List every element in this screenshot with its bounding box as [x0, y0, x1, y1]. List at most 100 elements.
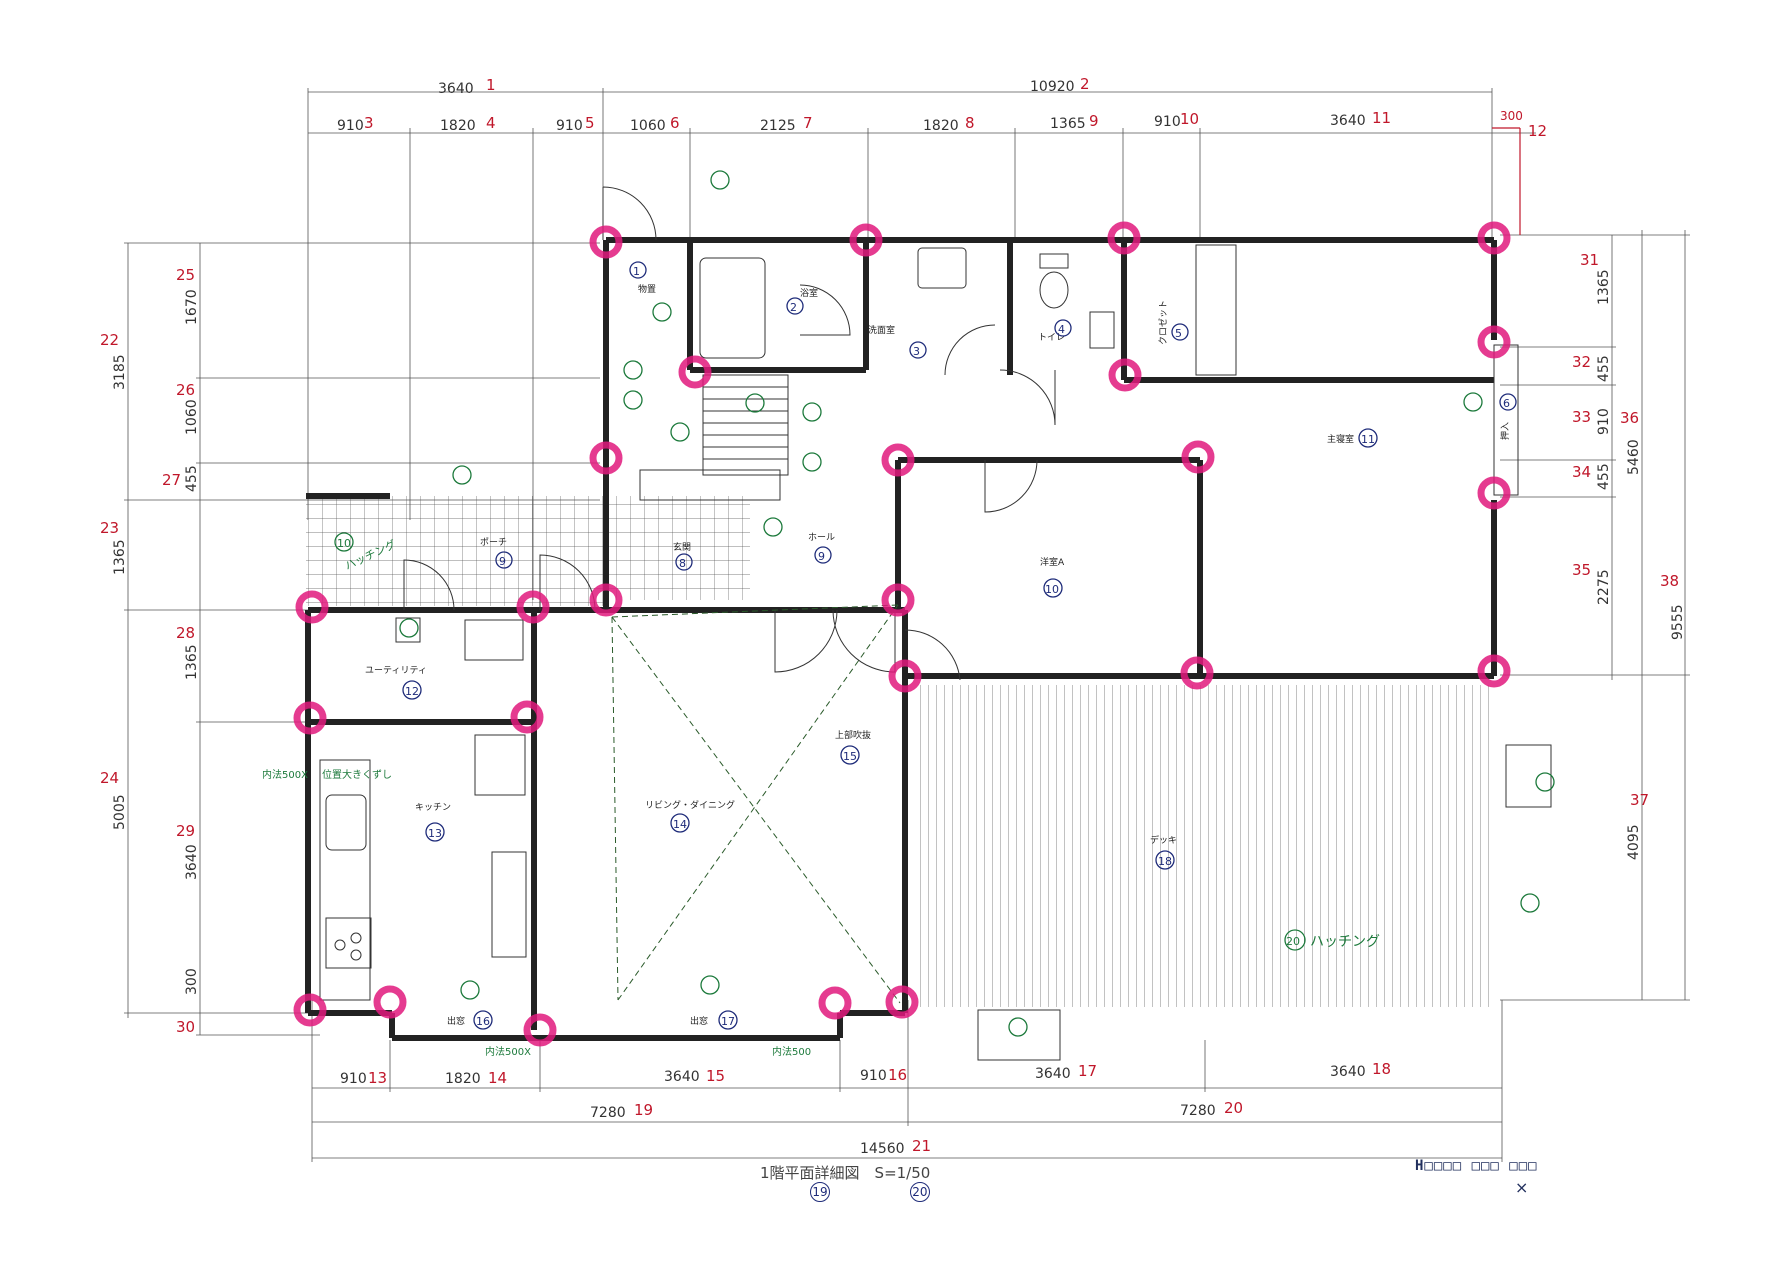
owner-signature: H□□□□ □□□ □□□: [1415, 1158, 1538, 1174]
dim-left-outer-3-mark: 24: [100, 769, 119, 787]
room-open-above-mark: 15: [843, 750, 857, 763]
open-to-below-diagonals: [611, 604, 901, 1004]
dim-left-inner-4-mark: 28: [176, 624, 195, 642]
dim-left-inner-2: 1060: [184, 399, 200, 435]
dim-bottom-mid-1: 7280: [590, 1105, 626, 1121]
dim-left-inner-1: 1670: [184, 289, 200, 325]
dim-top-detail-4-mark: 6: [670, 114, 680, 132]
room-washroom-mark: 3: [913, 345, 920, 358]
room-living-dining-label: リビング・ダイニング: [645, 799, 735, 811]
note-kitchen-position: 位置大きくずし: [322, 768, 392, 781]
dim-bottom-detail-4: 910: [860, 1068, 887, 1084]
fixtures: [319, 244, 1237, 1001]
dim-bottom-detail-2: 1820: [445, 1071, 481, 1087]
dim-top-detail-9-mark: 11: [1372, 109, 1391, 127]
dim-left-inner-3: 455: [184, 465, 200, 492]
room-hall-label: ホール: [808, 532, 835, 543]
dim-top-detail-4: 1060: [630, 118, 666, 134]
room-toilet-mark: 4: [1058, 323, 1065, 336]
title-mark-1: 19: [810, 1182, 830, 1202]
dim-bottom-mid-1-mark: 19: [634, 1101, 653, 1119]
porch-tile-area: [306, 496, 604, 606]
room-oshiire-mark: 6: [1503, 397, 1510, 410]
dim-top-detail-2: 1820: [440, 118, 476, 134]
note-bay-window-1: 内法500X: [485, 1045, 531, 1058]
room-hall-mark: 9: [818, 550, 825, 563]
dim-bottom-detail-2-mark: 14: [488, 1069, 507, 1087]
dim-right-outer-1-mark: 36: [1620, 409, 1639, 427]
room-entry-mark: 8: [679, 557, 686, 570]
walls: [305, 237, 1497, 1041]
dim-right-inner-6-mark: 37: [1630, 791, 1649, 809]
dim-left-inner-5: 3640: [184, 844, 200, 880]
room-open-above-label: 上部吹抜: [835, 729, 871, 741]
room-western-a-label: 洋室A: [1040, 556, 1065, 568]
room-porch-mark: 9: [499, 555, 506, 568]
dim-right-inner-4-mark: 34: [1572, 463, 1591, 481]
room-western-a-mark: 10: [1045, 583, 1059, 596]
room-closet-label: クロゼット: [1157, 300, 1169, 345]
dim-top-detail-2-mark: 4: [486, 114, 496, 132]
deck-step-right: [1505, 744, 1552, 808]
dim-right-inner-5-mark: 35: [1572, 561, 1591, 579]
bay-window-2-mark: 17: [721, 1015, 735, 1028]
room-washroom-label: 洗面室: [868, 324, 895, 336]
bottom-dimension-labels: 910 13 1820 14 3640 15 910 16 3640 17 36…: [340, 1060, 1391, 1157]
dim-bottom-detail-4-mark: 16: [888, 1066, 907, 1084]
dim-left-outer-1: 3185: [112, 354, 128, 390]
door-swings: [403, 186, 1056, 681]
title-mark-2: 20: [909, 1182, 930, 1202]
dim-left-inner-4: 1365: [184, 644, 200, 680]
dim-bottom-overall: 14560: [860, 1141, 905, 1157]
dim-top-detail-5-mark: 7: [803, 114, 813, 132]
room-closet-mark: 5: [1175, 327, 1182, 340]
owner-mark: ×: [1515, 1178, 1529, 1197]
room-kitchen-mark: 13: [428, 827, 442, 840]
room-storage-label: 物置: [638, 283, 656, 295]
room-oshiire-label: 押入: [1499, 422, 1511, 440]
side-dimension-lines: [124, 127, 1690, 1036]
dim-top-detail-7: 1365: [1050, 116, 1086, 132]
room-master-bedroom-mark: 11: [1361, 433, 1375, 446]
top-dimension-labels: 3640 1 10920 2 910 3 1820 4 910 5 1060 6…: [337, 75, 1547, 140]
bay-window-2-label: 出窓: [690, 1015, 708, 1027]
dim-left-outer-2-mark: 23: [100, 519, 119, 537]
dim-right-inner-6: 4095: [1626, 824, 1642, 860]
dim-right-outer-1: 5460: [1626, 439, 1642, 475]
dim-top-overall-1: 3640: [438, 81, 474, 97]
dim-top-detail-9: 3640: [1330, 113, 1366, 129]
bottom-dimension-lines: [311, 1000, 1503, 1162]
room-deck-label: デッキ: [1150, 834, 1177, 846]
dim-top-detail-10: 300: [1500, 109, 1523, 123]
note-kitchen-inner-width: 内法500X: [262, 768, 308, 781]
green-markers: [399, 170, 1555, 1037]
dim-left-inner-1-mark: 25: [176, 266, 195, 284]
dim-right-inner-1-mark: 31: [1580, 251, 1599, 269]
deck-hatching-mark: 20: [1286, 935, 1300, 948]
dim-bottom-detail-6-mark: 18: [1372, 1060, 1391, 1078]
room-deck-mark: 18: [1158, 855, 1172, 868]
dim-top-detail-6: 1820: [923, 118, 959, 134]
dim-top-detail-1: 910: [337, 118, 364, 134]
dim-right-inner-5: 2275: [1596, 569, 1612, 605]
dim-right-inner-3: 910: [1596, 408, 1612, 435]
room-porch-label: ポーチ: [480, 537, 507, 548]
dim-left-inner-6-mark: 30: [176, 1018, 195, 1036]
room-master-bedroom-label: 主寝室: [1327, 433, 1354, 445]
dim-bottom-detail-1-mark: 13: [368, 1069, 387, 1087]
dim-right-inner-2-mark: 32: [1572, 353, 1591, 371]
dim-right-inner-3-mark: 33: [1572, 408, 1591, 426]
room-entry-label: 玄関: [673, 541, 691, 553]
room-toilet-label: トイレ: [1038, 333, 1065, 343]
bay-window-1-label: 出窓: [447, 1015, 465, 1027]
drawing-title: 1階平面詳細図 S=1/50: [760, 1162, 930, 1183]
dim-top-overall-2-mark: 2: [1080, 75, 1090, 93]
dim-top-detail-7-mark: 9: [1089, 112, 1099, 130]
room-living-dining-mark: 14: [673, 818, 687, 831]
bay-window-1-mark: 16: [476, 1015, 490, 1028]
room-utility-label: ユーティリティ: [365, 665, 427, 676]
dim-bottom-mid-2: 7280: [1180, 1103, 1216, 1119]
dim-left-outer-2: 1365: [112, 539, 128, 575]
dim-left-inner-6: 300: [184, 968, 200, 995]
dim-right-inner-2: 455: [1596, 355, 1612, 382]
